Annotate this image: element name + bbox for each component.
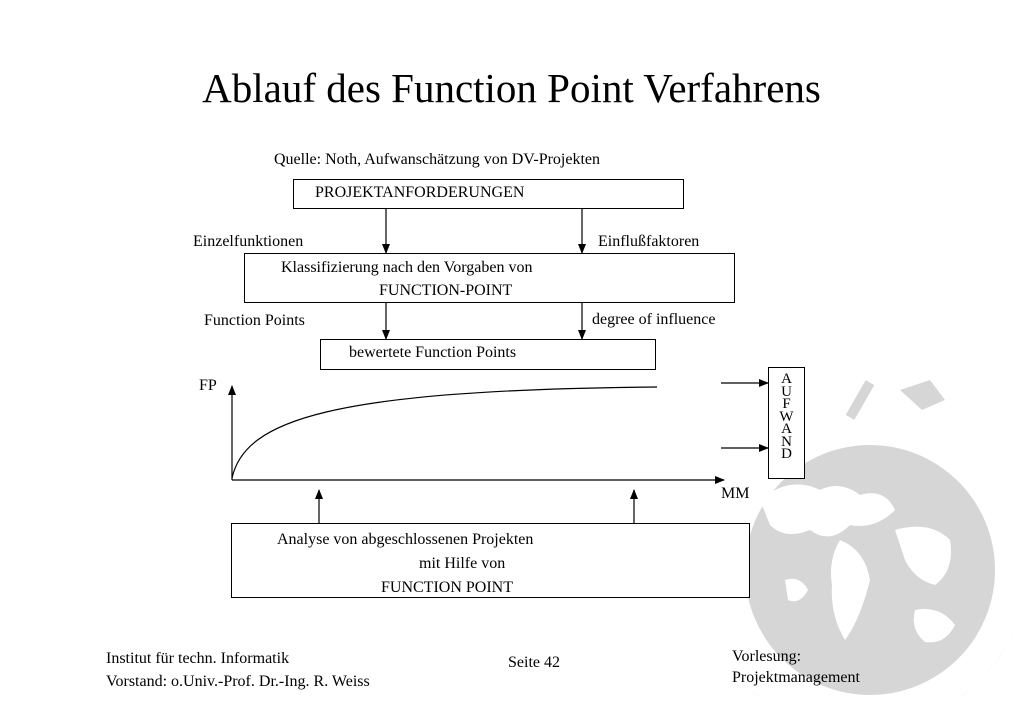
footer-chair: Vorstand: o.Univ.-Prof. Dr.-Ing. R. Weis… bbox=[106, 673, 370, 690]
effort-letter: U bbox=[781, 383, 792, 400]
effort-letter: D bbox=[781, 446, 792, 462]
analysis-line3: FUNCTION POINT bbox=[381, 579, 513, 596]
function-points-label: Function Points bbox=[204, 312, 305, 329]
analysis-line2: mit Hilfe von bbox=[419, 555, 506, 572]
requirements-box: PROJEKTANFORDERUNGEN bbox=[293, 179, 684, 209]
footer-institute: Institut für techn. Informatik bbox=[106, 650, 290, 667]
footer-course-line1: Vorlesung: bbox=[732, 648, 802, 665]
effort-letter: A bbox=[781, 371, 792, 387]
x-axis-label: MM bbox=[721, 485, 750, 502]
source-note: Quelle: Noth, Aufwanschätzung von DV-Pro… bbox=[274, 151, 601, 168]
rated-label: bewertete Function Points bbox=[349, 344, 517, 361]
degree-influence-label: degree of influence bbox=[592, 311, 716, 328]
effort-letter: A bbox=[781, 421, 792, 437]
slide-title: Ablauf des Function Point Verfahrens bbox=[202, 65, 821, 111]
footer-course-line2: Projektmanagement bbox=[732, 669, 860, 686]
single-functions-label: Einzelfunktionen bbox=[193, 233, 304, 250]
y-axis-label: FP bbox=[199, 377, 217, 394]
globe-watermark bbox=[740, 380, 1023, 708]
rated-box: bewertete Function Points bbox=[320, 339, 656, 370]
classification-line2: FUNCTION-POINT bbox=[379, 282, 513, 299]
effort-letter: F bbox=[782, 396, 791, 412]
effort-box: A U F W A N D bbox=[768, 367, 805, 479]
analysis-box: Analyse von abgeschlossenen Projekten mi… bbox=[231, 523, 750, 598]
effort-curve bbox=[231, 386, 658, 479]
requirements-label: PROJEKTANFORDERUNGEN bbox=[315, 184, 525, 201]
classification-line1: Klassifizierung nach den Vorgaben von bbox=[281, 259, 533, 276]
influence-factors-label: Einflußfaktoren bbox=[598, 233, 700, 250]
analysis-line1: Analyse von abgeschlossenen Projekten bbox=[277, 531, 534, 548]
page-number: Seite 42 bbox=[508, 654, 560, 671]
classification-box: Klassifizierung nach den Vorgaben von FU… bbox=[244, 253, 735, 303]
effort-letter: N bbox=[781, 433, 792, 450]
effort-label: A U F W A N D bbox=[769, 371, 804, 462]
effort-letter: W bbox=[779, 408, 794, 425]
